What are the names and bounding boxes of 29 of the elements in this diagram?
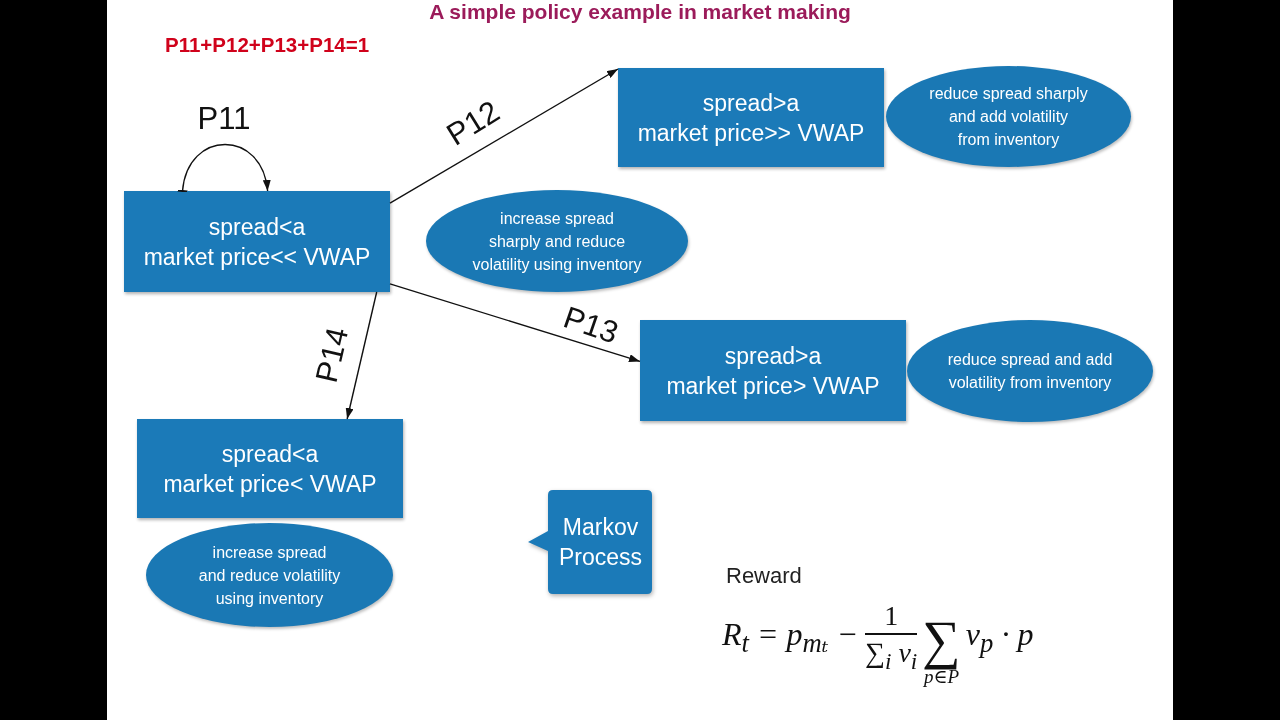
formula-text: v$_{p}$ · p [965,616,1034,661]
formula-text: R$_{t}$ = p$_{mₜ}$ − [722,616,858,661]
state-box [124,191,390,292]
node-label: reduce spread sharply and add volatility from inventory [928,84,1089,150]
state-box [137,419,403,518]
formula-text: 1 [884,601,899,632]
slide-title: A simple policy example in market making [429,0,851,24]
node-label: spread<a [208,212,306,242]
state-box [640,320,906,421]
arrow [389,68,619,204]
loop-arrow [177,143,270,193]
formula-text: ∑$_{i}$ v$_{i}$ [864,637,918,676]
arrow [389,283,641,363]
node-label: spread>a [702,88,800,118]
callout-box [527,489,653,595]
node-label: market price>> VWAP [637,118,865,148]
node-label: spread<a [221,439,319,469]
state-box [618,68,884,167]
node-label: increase spread sharply and reduce volatility using inventory [471,208,643,275]
formula-heading: Reward [726,563,802,589]
equation-text: P11+P12+P13+P14=1 [165,33,370,57]
node-label: market price> VWAP [666,371,880,401]
arrow [345,291,378,420]
node-label: market price< VWAP [163,469,377,499]
node-label: market price<< VWAP [143,242,371,272]
node-label: Markov Process [557,513,644,572]
node-label: reduce spread and add volatility from inventory [946,350,1114,393]
node-label: increase spread and reduce volatility using inventory [197,542,342,609]
node-label: spread>a [724,341,822,371]
